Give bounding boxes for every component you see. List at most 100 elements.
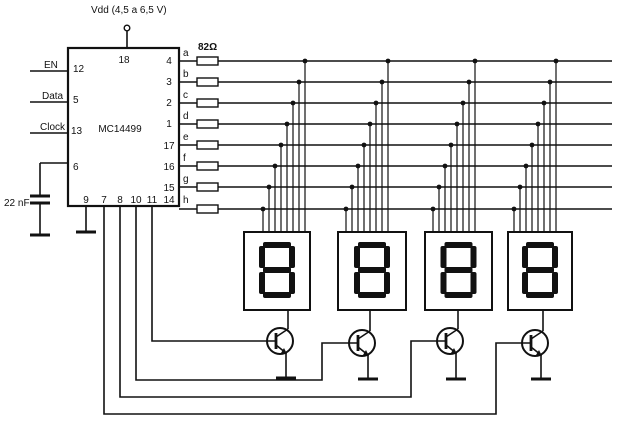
left-pin-clock: Clock 13 — [30, 122, 83, 137]
pin-d-number: 1 — [166, 119, 172, 130]
display-segment-d — [263, 292, 291, 298]
resistor-b — [196, 77, 219, 87]
display-segment-d — [444, 292, 473, 298]
display-digit-4 — [507, 58, 573, 311]
junction-dot — [523, 163, 529, 169]
junction-dot — [266, 184, 272, 190]
segment-bus — [179, 56, 612, 214]
junction-dot — [385, 58, 391, 64]
resistor-f — [196, 161, 219, 171]
junction-dot — [302, 58, 308, 64]
pin-b-number: 3 — [166, 77, 172, 88]
junction-dot — [284, 121, 290, 127]
pin-11-drive — [151, 206, 256, 342]
display-segment-f — [259, 246, 265, 268]
junction-dot — [379, 79, 385, 85]
left-pin-data: Data 5 — [30, 91, 79, 106]
right-pin-labels: 4 3 2 1 17 16 15 14 a b c d e f g h — [163, 48, 189, 206]
display-segment-d — [358, 292, 386, 298]
display-segment-g — [263, 267, 291, 273]
junction-dot — [361, 142, 367, 148]
resistor-label: 82Ω — [198, 42, 217, 53]
pin-f-number: 16 — [163, 162, 175, 173]
display-segment-a — [263, 242, 291, 248]
display-digit-1 — [243, 58, 311, 311]
bottom-pin-labels: 9 7 8 10 11 — [83, 195, 157, 206]
display-digit-2 — [337, 58, 407, 311]
junction-dot — [272, 163, 278, 169]
junction-dot — [517, 184, 523, 190]
segment-d-label: d — [183, 111, 189, 122]
clock-pin-number: 13 — [71, 126, 83, 137]
resistor-d — [196, 119, 219, 129]
junction-dot — [355, 163, 361, 169]
resistor-c — [196, 98, 219, 108]
chip-body — [66, 46, 181, 208]
display-segment-b — [289, 246, 295, 268]
segment-c-label: c — [183, 90, 188, 101]
pin-8-drive — [119, 206, 426, 398]
transistor-3 — [426, 310, 466, 381]
display-segment-e — [440, 272, 447, 294]
junction-dot — [367, 121, 373, 127]
clock-label: Clock — [40, 122, 66, 133]
transistor-4 — [511, 310, 551, 381]
display-segment-b — [384, 246, 390, 268]
segment-h-label: h — [183, 195, 189, 206]
junction-dot — [430, 206, 436, 212]
display-segment-f — [440, 246, 447, 268]
display-segment-c — [552, 272, 558, 294]
junction-dot — [511, 206, 517, 212]
pin-9-number: 9 — [83, 195, 89, 206]
display-segment-g — [444, 267, 473, 273]
pin-10-drive — [135, 206, 338, 381]
resistor-a — [196, 56, 219, 66]
pin-6-number: 6 — [73, 162, 79, 173]
segment-a-label: a — [183, 48, 189, 59]
display-digit-3 — [424, 58, 493, 311]
junction-dot — [472, 58, 478, 64]
junction-dot — [343, 206, 349, 212]
digit-drive-wires — [103, 206, 511, 415]
segment-line-b — [179, 77, 612, 87]
junction-dot — [535, 121, 541, 127]
chip-name: MC14499 — [98, 124, 142, 135]
segment-line-e — [179, 140, 612, 150]
pin-7-drive — [103, 206, 511, 415]
display-segment-c — [384, 272, 390, 294]
segment-line-g — [179, 182, 612, 192]
segment-g-label: g — [183, 174, 189, 185]
capacitor-label: 22 nF — [4, 198, 30, 209]
junction-dot — [448, 142, 454, 148]
pin-g-number: 15 — [163, 183, 175, 194]
data-pin-number: 5 — [73, 95, 79, 106]
data-label: Data — [42, 91, 64, 102]
segment-e-label: e — [183, 132, 189, 143]
junction-dot — [278, 142, 284, 148]
pin-a-number: 4 — [166, 56, 172, 67]
display-segment-b — [470, 246, 477, 268]
display-segment-a — [358, 242, 386, 248]
resistor-h — [196, 204, 219, 214]
vdd-terminal — [123, 24, 131, 32]
segment-line-f — [179, 161, 612, 171]
segment-b-label: b — [183, 69, 189, 80]
vdd-label: Vdd (4,5 a 6,5 V) — [91, 5, 167, 16]
resistor-g — [196, 182, 219, 192]
segment-f-label: f — [183, 153, 186, 164]
segment-line-h — [179, 204, 612, 214]
display-segment-c — [470, 272, 477, 294]
junction-dot — [290, 100, 296, 106]
display-segment-e — [259, 272, 265, 294]
junction-dot — [547, 79, 553, 85]
pin-8-number: 8 — [117, 195, 123, 206]
display-segment-b — [552, 246, 558, 268]
display-segment-g — [358, 267, 386, 273]
display-segment-f — [354, 246, 360, 268]
junction-dot — [460, 100, 466, 106]
display-segment-a — [526, 242, 554, 248]
junction-dot — [373, 100, 379, 106]
transistor-group — [256, 310, 551, 381]
display-segment-c — [289, 272, 295, 294]
